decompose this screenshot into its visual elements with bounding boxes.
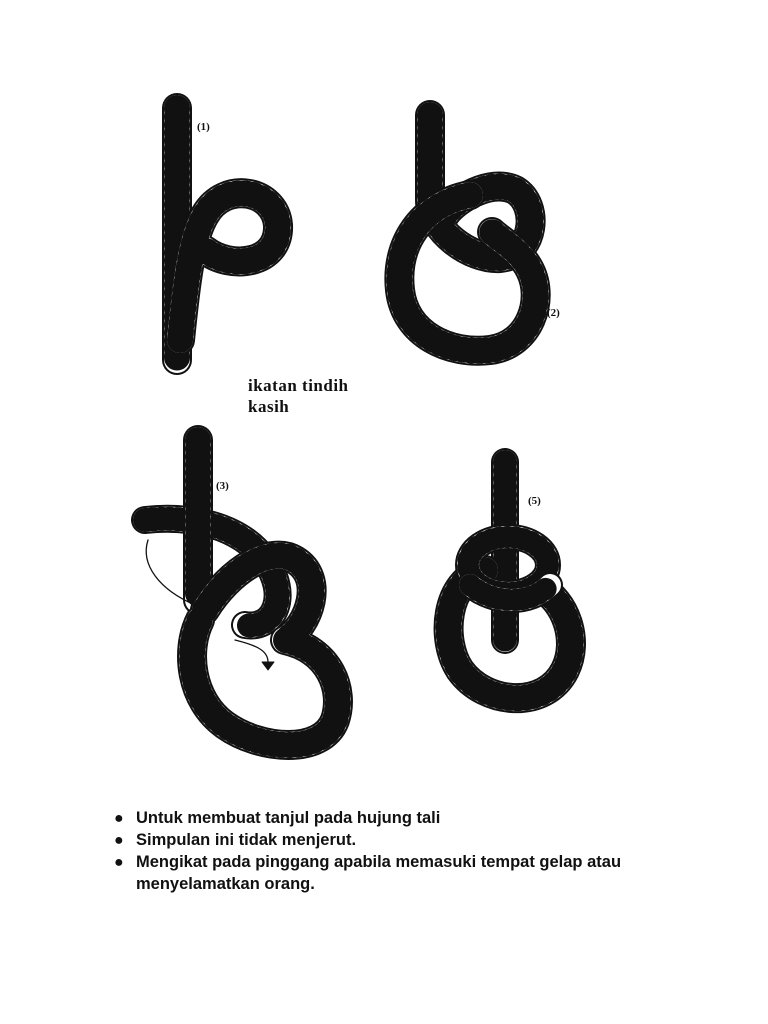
- list-item: ● Mengikat pada pinggang apabila memasuki…: [110, 852, 710, 873]
- note-text: menyelamatkan orang.: [136, 875, 315, 893]
- bullet-icon: ●: [114, 854, 124, 871]
- knot-step-1-drawing: [162, 93, 293, 375]
- note-text: Untuk membuat tanjul pada hujung tali: [136, 809, 441, 827]
- knot-title: ikatan tindih kasih: [248, 375, 349, 417]
- title-line-2: kasih: [248, 397, 290, 416]
- note-text: Simpulan ini tidak menjerut.: [136, 831, 357, 849]
- notes-list: ● Untuk membuat tanjul pada hujung tali ●…: [110, 808, 710, 896]
- bullet-icon: ●: [114, 810, 124, 827]
- step-label-1: (1): [197, 121, 210, 133]
- title-line-1: ikatan tindih: [248, 376, 349, 395]
- step-label-3: (3): [216, 480, 229, 492]
- note-text: Mengikat pada pinggang apabila memasuki …: [136, 853, 622, 871]
- step-label-5: (5): [528, 495, 541, 507]
- step-label-2: (2): [547, 307, 560, 319]
- knot-step-2-drawing: [384, 100, 551, 366]
- knot-step-5-drawing: [433, 448, 586, 714]
- list-item: ● Untuk membuat tanjul pada hujung tali: [110, 808, 710, 829]
- list-item-continuation: menyelamatkan orang.: [110, 874, 710, 895]
- knot-step-3-drawing: [131, 425, 353, 760]
- knot-diagram: [131, 93, 586, 760]
- bullet-icon: ●: [114, 832, 124, 849]
- list-item: ● Simpulan ini tidak menjerut.: [110, 830, 710, 851]
